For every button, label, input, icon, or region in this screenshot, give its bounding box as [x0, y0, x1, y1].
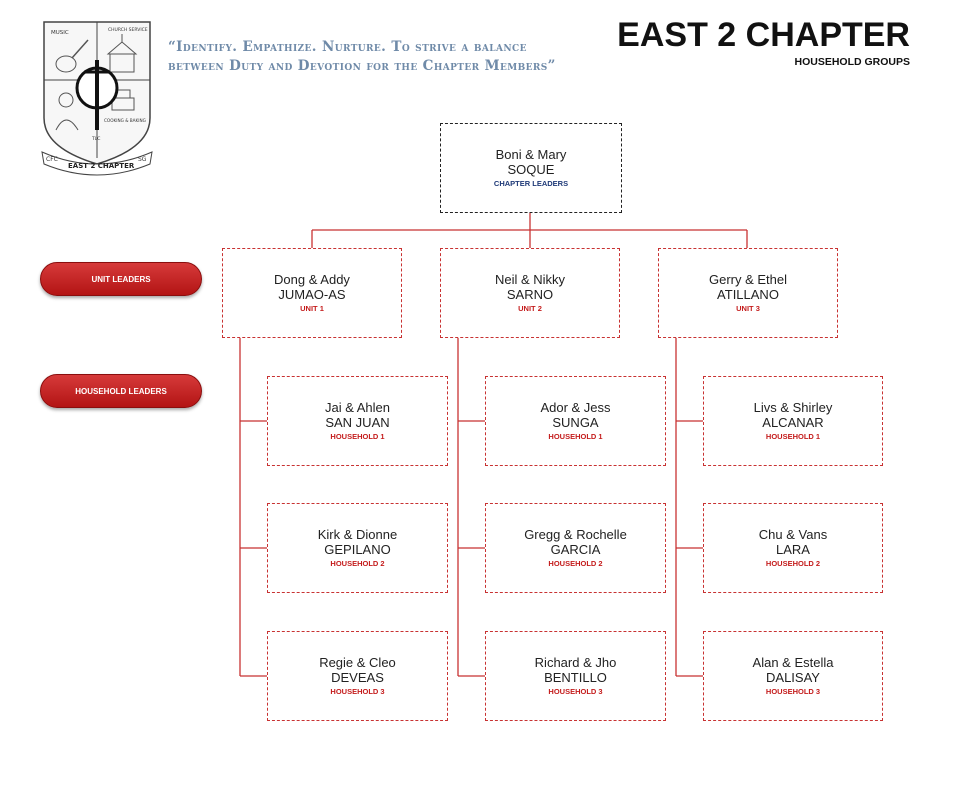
household-surname: SAN JUAN: [325, 415, 390, 430]
unit-role: UNIT 2: [518, 304, 542, 313]
chapter-leaders-names: Boni & Mary: [495, 147, 567, 162]
legend-unit-leaders: UNIT LEADERS: [40, 262, 202, 296]
page-subtitle: HOUSEHOLD GROUPS: [794, 56, 910, 68]
unit-2-household-2-box: Gregg & Rochelle GARCIA HOUSEHOLD 2: [485, 503, 666, 593]
household-names: Jai & Ahlen: [324, 400, 391, 415]
unit-surname: SARNO: [506, 287, 554, 302]
chapter-leaders-box: Boni & Mary SOQUE CHAPTER LEADERS: [440, 123, 622, 213]
chapter-leaders-role: CHAPTER LEADERS: [493, 179, 569, 188]
crest-label-cfc: CFC: [46, 156, 58, 163]
household-role: HOUSEHOLD 1: [765, 432, 821, 441]
unit-2-household-1-box: Ador & Jess SUNGA HOUSEHOLD 1: [485, 376, 666, 466]
crest-label-church-service: CHURCH SERVICE: [108, 27, 148, 33]
household-names: Livs & Shirley: [753, 400, 833, 415]
household-role: HOUSEHOLD 2: [330, 559, 385, 568]
unit-3-leaders-box: Gerry & Ethel ATILLANO UNIT 3: [658, 248, 838, 338]
household-surname: DALISAY: [766, 670, 820, 685]
unit-3-household-3-box: Alan & Estella DALISAY HOUSEHOLD 3: [703, 631, 883, 721]
crest-label-sg: SG: [138, 156, 147, 163]
mother-child-icon: [55, 92, 79, 131]
household-role: HOUSEHOLD 3: [330, 687, 385, 696]
household-names: Ador & Jess: [540, 400, 611, 415]
guitar-icon: [55, 39, 89, 73]
cross-emblem-icon: [75, 60, 119, 130]
household-surname: GARCIA: [550, 542, 601, 557]
page-title: EAST 2 CHAPTER: [617, 16, 910, 54]
unit-2-household-3-box: Richard & Jho BENTILLO HOUSEHOLD 3: [485, 631, 666, 721]
household-names: Alan & Estella: [752, 655, 834, 670]
unit-names: Neil & Nikky: [494, 272, 566, 287]
household-role: HOUSEHOLD 2: [765, 559, 821, 568]
household-role: HOUSEHOLD 1: [548, 432, 603, 441]
household-surname: DEVEAS: [331, 670, 384, 685]
household-role: HOUSEHOLD 2: [548, 559, 603, 568]
chapter-motto: “Identify. Empathize. Nurture. To strive…: [168, 39, 556, 74]
unit-2-leaders-box: Neil & Nikky SARNO UNIT 2: [440, 248, 620, 338]
unit-1-leaders-box: Dong & Addy JUMAO-AS UNIT 1: [222, 248, 402, 338]
household-names: Richard & Jho: [534, 655, 617, 670]
household-surname: BENTILLO: [544, 670, 607, 685]
household-names: Kirk & Dionne: [317, 527, 398, 542]
household-surname: SUNGA: [552, 415, 599, 430]
church-icon: [106, 34, 138, 73]
unit-3-household-1-box: Livs & Shirley ALCANAR HOUSEHOLD 1: [703, 376, 883, 466]
legend-household-leaders: HOUSEHOLD LEADERS: [40, 374, 202, 408]
household-role: HOUSEHOLD 3: [765, 687, 821, 696]
household-surname: LARA: [776, 542, 810, 557]
chapter-crest-logo: MUSIC CHURCH SERVICE COOKING & BAKING TL…: [41, 21, 153, 176]
household-role: HOUSEHOLD 3: [548, 687, 603, 696]
crest-label-music: MUSIC: [51, 30, 69, 36]
household-surname: GEPILANO: [324, 542, 391, 557]
unit-1-household-1-box: Jai & Ahlen SAN JUAN HOUSEHOLD 1: [267, 376, 448, 466]
unit-names: Gerry & Ethel: [708, 272, 788, 287]
crest-banner-text: EAST 2 CHAPTER: [68, 162, 135, 170]
unit-names: Dong & Addy: [274, 272, 350, 287]
household-role: HOUSEHOLD 1: [330, 432, 385, 441]
unit-role: UNIT 1: [300, 304, 324, 313]
chapter-leaders-surname: SOQUE: [507, 162, 555, 177]
unit-surname: JUMAO-AS: [278, 287, 346, 302]
household-names: Gregg & Rochelle: [524, 527, 627, 542]
unit-role: UNIT 3: [736, 304, 760, 313]
crest-label-tlc: TLC: [91, 136, 100, 142]
unit-surname: ATILLANO: [717, 287, 779, 302]
unit-1-household-3-box: Regie & Cleo DEVEAS HOUSEHOLD 3: [267, 631, 448, 721]
household-surname: ALCANAR: [762, 415, 824, 430]
household-names: Chu & Vans: [758, 527, 828, 542]
unit-1-household-2-box: Kirk & Dionne GEPILANO HOUSEHOLD 2: [267, 503, 448, 593]
crest-label-cooking: COOKING & BAKING: [104, 118, 146, 123]
unit-3-household-2-box: Chu & Vans LARA HOUSEHOLD 2: [703, 503, 883, 593]
household-names: Regie & Cleo: [319, 655, 396, 670]
